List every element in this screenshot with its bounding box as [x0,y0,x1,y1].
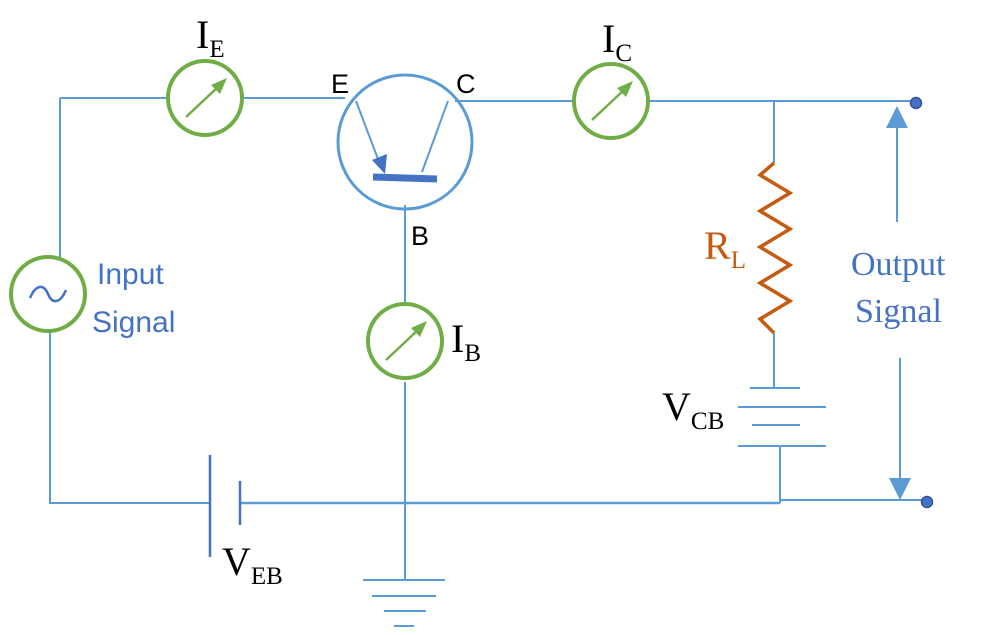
meter-arrowhead [211,78,227,94]
ammeter-base [366,302,444,380]
label-collector-current: IC [602,16,632,67]
output-terminal-bottom [920,495,934,509]
pnp-transistor-icon [336,73,474,211]
output-terminals [886,96,934,509]
battery-vcb [738,387,826,447]
meter-needle [591,88,626,121]
ammeter-collector [572,62,650,140]
wires [49,97,925,580]
transistor-emitter-arrow [372,154,387,174]
label-input-signal: Input Signal [92,258,175,339]
label-vcb: VCB [662,384,724,435]
meter-needle [385,328,420,361]
label-base-current: IB [451,316,481,367]
meter-needle [185,85,220,118]
output-arrow-up-head [886,106,908,128]
transistor-emitter-lead [355,100,382,168]
ammeter-emitter [166,59,244,137]
label-base-terminal: B [411,221,429,251]
meter-arrowhead [411,321,427,337]
label-emitter-current: IE [196,12,225,63]
resistor-icon [756,161,794,335]
sine-wave [28,285,68,303]
output-arrow-down-head [889,478,911,500]
meter-arrowhead [617,81,633,97]
label-veb: VEB [222,539,283,590]
output-terminal-top [909,96,923,110]
label-emitter-terminal: E [331,69,349,99]
transistor-base-bar [372,173,438,183]
battery-veb [208,455,242,557]
label-load-resistor: RL [704,223,746,274]
label-output-signal: Output Signal [851,246,954,330]
label-collector-terminal: C [456,69,476,99]
ground-icon [363,579,445,627]
ac-source [9,255,87,333]
transistor-body [336,73,474,211]
transistor-collector-lead [421,100,449,173]
wire-input-left [49,98,210,504]
